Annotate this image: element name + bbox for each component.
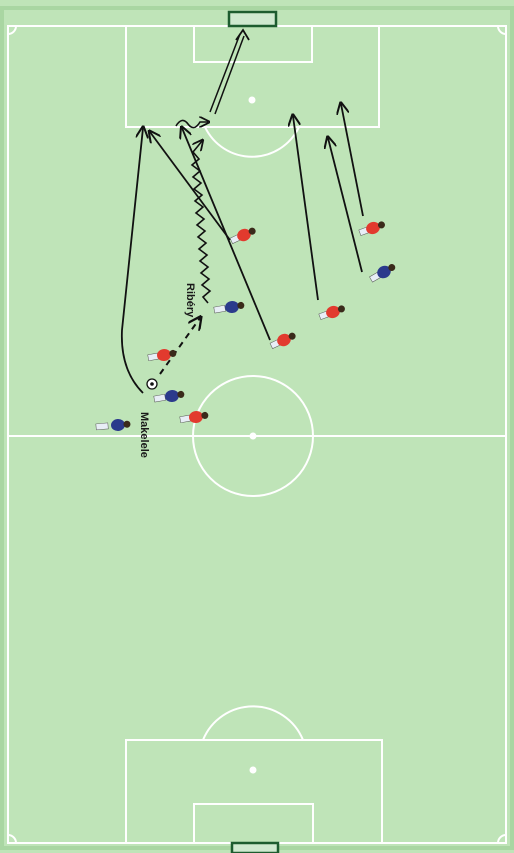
centre-spot xyxy=(251,434,256,439)
player-label-ribery: Ribéry xyxy=(184,283,196,317)
bottom-goal xyxy=(232,843,278,853)
top-penalty-spot xyxy=(250,98,255,103)
soccer-ball-icon xyxy=(147,379,157,389)
top-goal xyxy=(229,12,276,26)
bottom-penalty-spot xyxy=(251,768,256,773)
player-label-makelele: Makelele xyxy=(138,412,150,458)
